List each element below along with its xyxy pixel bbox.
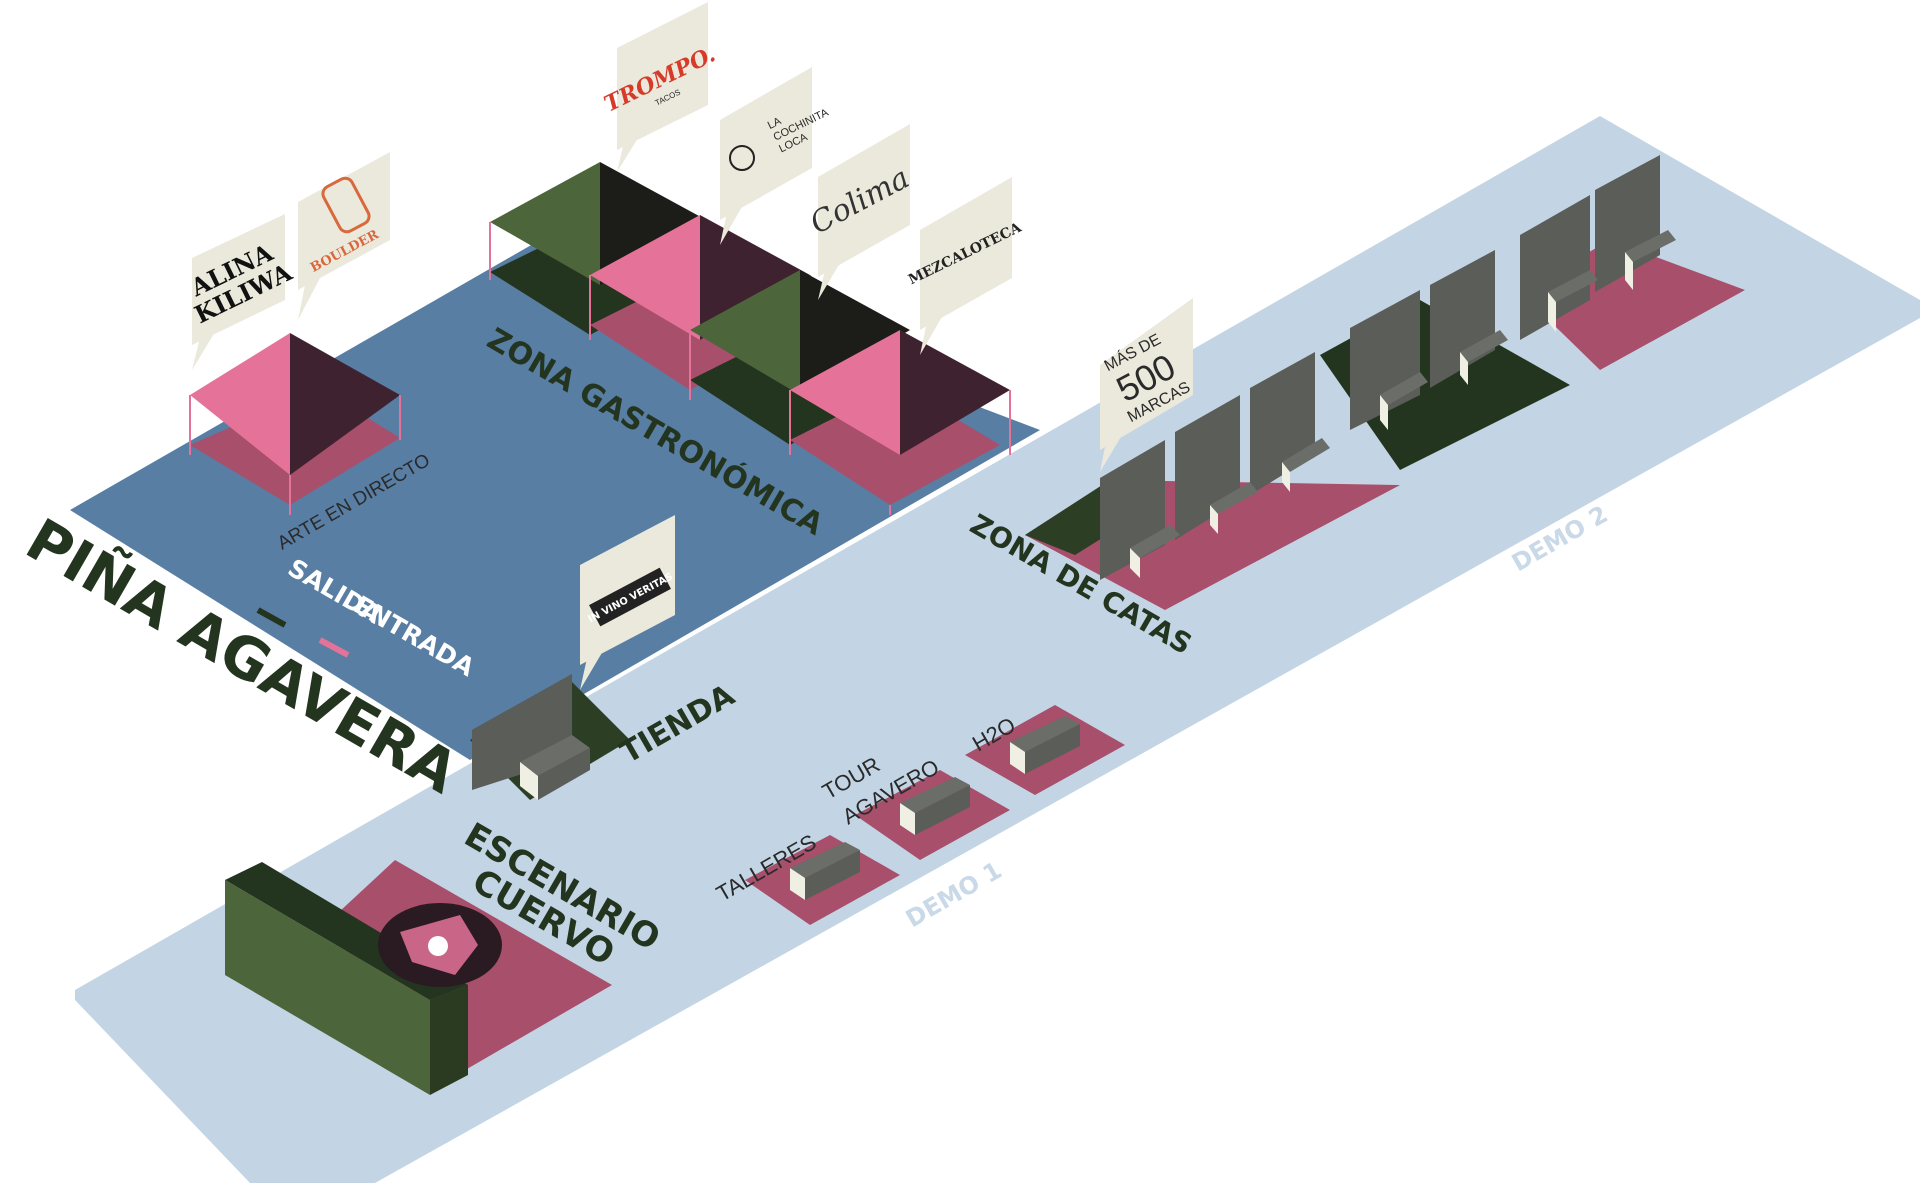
- boulder-face-icon: [321, 176, 371, 234]
- tienda-booth: [470, 674, 630, 800]
- catas-group-2: [1320, 250, 1570, 470]
- tent-arte-en-directo: [189, 333, 401, 515]
- brand-cochinita-1: LA: [766, 115, 784, 132]
- tent-mezcaloteca: [789, 330, 1011, 515]
- pad-h2o: [965, 705, 1125, 795]
- bubble-colima: Colima: [805, 124, 915, 300]
- tent-colima: [689, 270, 910, 445]
- entrada-marker: [318, 637, 350, 658]
- stage-escenario-cuervo: [225, 860, 612, 1095]
- in-vino-veritas-badge-icon: [589, 567, 671, 627]
- bubble-in-vino-veritas: IN VINO VERITAS: [580, 515, 675, 690]
- bubble-trompo: TROMPO. TACOS: [600, 2, 720, 172]
- pad-tour-agavero: [855, 770, 1010, 860]
- pig-icon: [729, 145, 755, 171]
- catas-group-3: [1520, 155, 1745, 370]
- bubble-boulder: BOULDER: [298, 152, 390, 320]
- catas-group-1: [1025, 352, 1400, 610]
- pad-talleres: [745, 835, 900, 925]
- bubble-mezcaloteca: MEZCALOTECA: [906, 177, 1025, 355]
- bubble-alina-kiliwa: ALINA KILIWA: [185, 214, 297, 370]
- salida-marker: [256, 607, 287, 628]
